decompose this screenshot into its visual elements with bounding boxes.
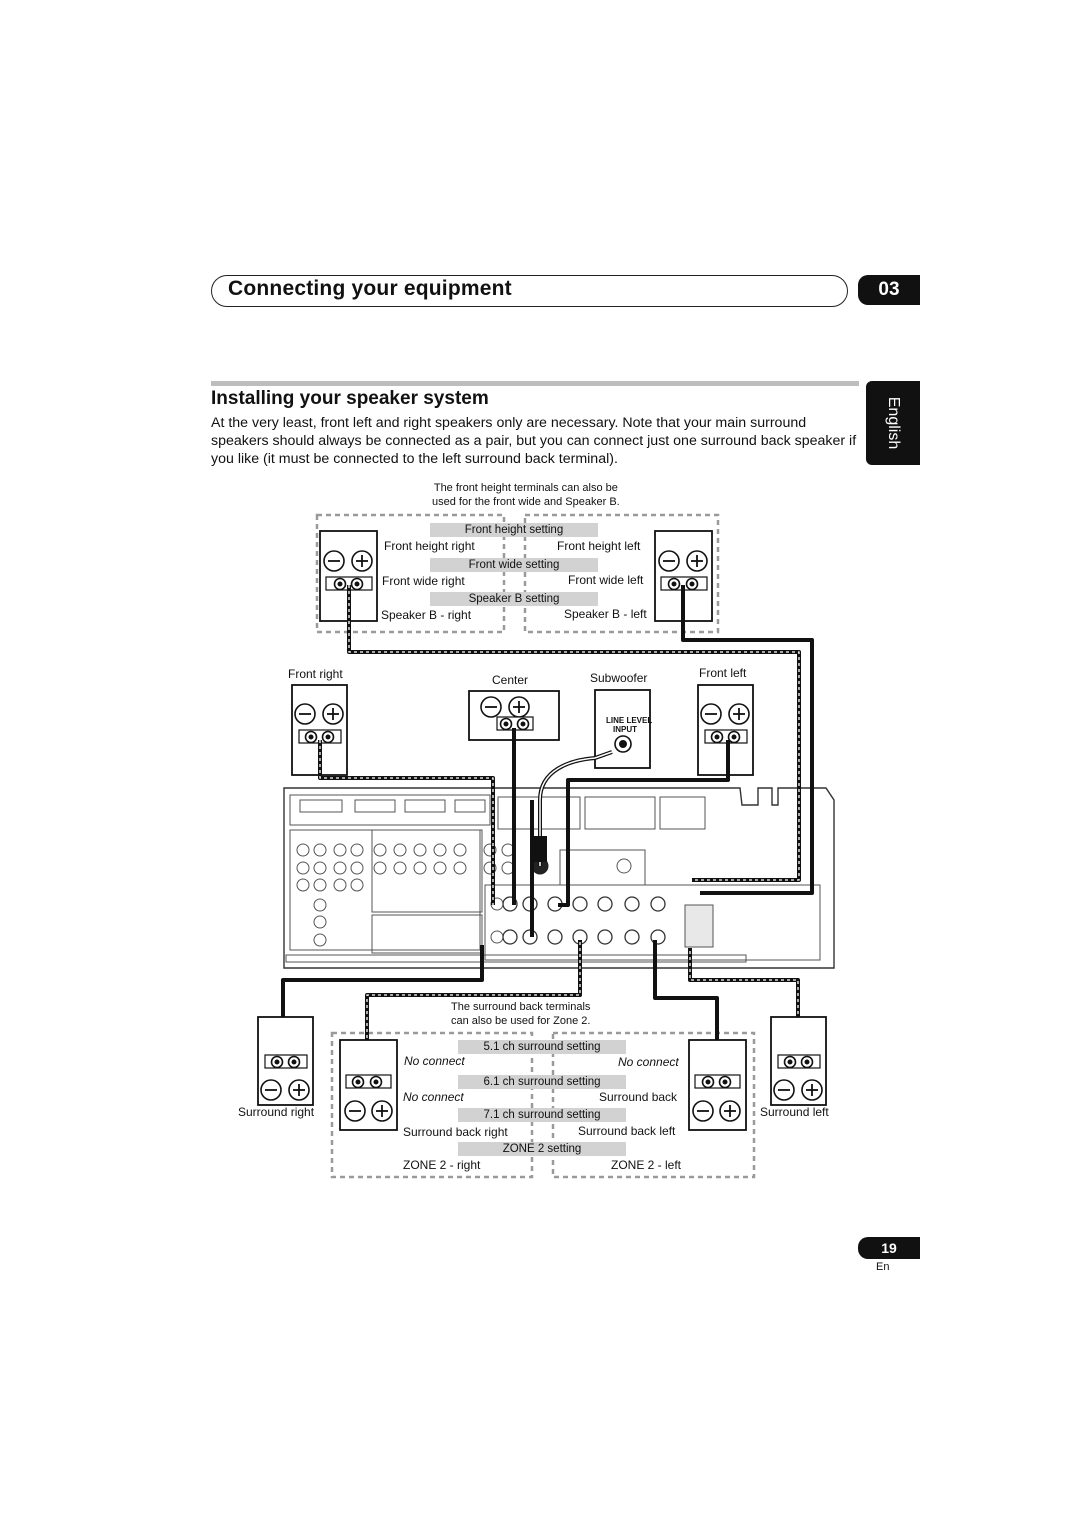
note-line: can also be used for Zone 2. (451, 1015, 591, 1027)
speaker-surround-back-left (688, 1039, 747, 1131)
label-front-height-right: Front height right (384, 539, 475, 553)
label-speaker-b-right: Speaker B - right (381, 608, 472, 622)
speaker-surround-right (257, 1016, 314, 1106)
front-height-setting-bar: Front height setting (430, 523, 598, 537)
label-front-wide-left: Front wide left (568, 573, 644, 587)
note-surround-back: The surround back terminals can also be … (451, 1000, 590, 1028)
page-number: 19 (858, 1237, 920, 1259)
note-front-height: The front height terminals can also be u… (432, 481, 620, 509)
chapter-header-bar (211, 275, 848, 307)
speaker-surround-left (770, 1016, 827, 1106)
section-title: Installing your speaker system (211, 388, 489, 409)
label-no-connect-right-61: No connect (403, 1090, 464, 1104)
note-line: used for the front wide and Speaker B. (432, 496, 620, 508)
ch61-setting-bar: 6.1 ch surround setting (458, 1075, 626, 1089)
section-rule (211, 381, 859, 386)
zone2-setting-bar: ZONE 2 setting (458, 1142, 626, 1156)
speaker-surround-back-right (339, 1039, 398, 1131)
label-line-level: LINE LEVEL (606, 716, 653, 725)
intro-paragraph: At the very least, front left and right … (211, 415, 857, 468)
label-zone2-left: ZONE 2 - left (611, 1158, 682, 1172)
label-front-left: Front left (699, 666, 747, 680)
label-no-connect-right-51: No connect (404, 1054, 465, 1068)
label-input: INPUT (613, 725, 637, 734)
label-front-height-left: Front height left (557, 539, 641, 553)
label-speaker-b-left: Speaker B - left (564, 607, 647, 621)
label-center: Center (492, 673, 529, 687)
label-subwoofer: Subwoofer (590, 671, 648, 685)
receiver-rear-panel (283, 787, 835, 969)
language-tab: English (866, 381, 920, 465)
label-surround-left: Surround left (760, 1105, 829, 1119)
label-front-right: Front right (288, 667, 343, 681)
label-surround-back-right: Surround back right (403, 1125, 508, 1139)
subwoofer-plug (533, 836, 547, 862)
speaker-b-setting-bar: Speaker B setting (430, 592, 598, 606)
ch71-setting-bar: 7.1 ch surround setting (458, 1108, 626, 1122)
note-line: The surround back terminals (451, 1001, 591, 1013)
label-front-wide-right: Front wide right (382, 574, 465, 588)
page-language: En (876, 1261, 890, 1273)
ch51-setting-bar: 5.1 ch surround setting (458, 1040, 626, 1054)
label-surround-back-left: Surround back left (578, 1124, 676, 1138)
label-surround-right: Surround right (238, 1105, 315, 1119)
chapter-title: Connecting your equipment (228, 277, 512, 300)
speaker-front-left (697, 684, 754, 776)
note-line: The front height terminals can also be (433, 482, 618, 494)
label-no-connect-left-51: No connect (618, 1055, 679, 1069)
label-surround-back: Surround back (599, 1090, 678, 1104)
chapter-number: 03 (858, 275, 920, 305)
label-zone2-right: ZONE 2 - right (403, 1158, 481, 1172)
front-wide-setting-bar: Front wide setting (430, 558, 598, 572)
